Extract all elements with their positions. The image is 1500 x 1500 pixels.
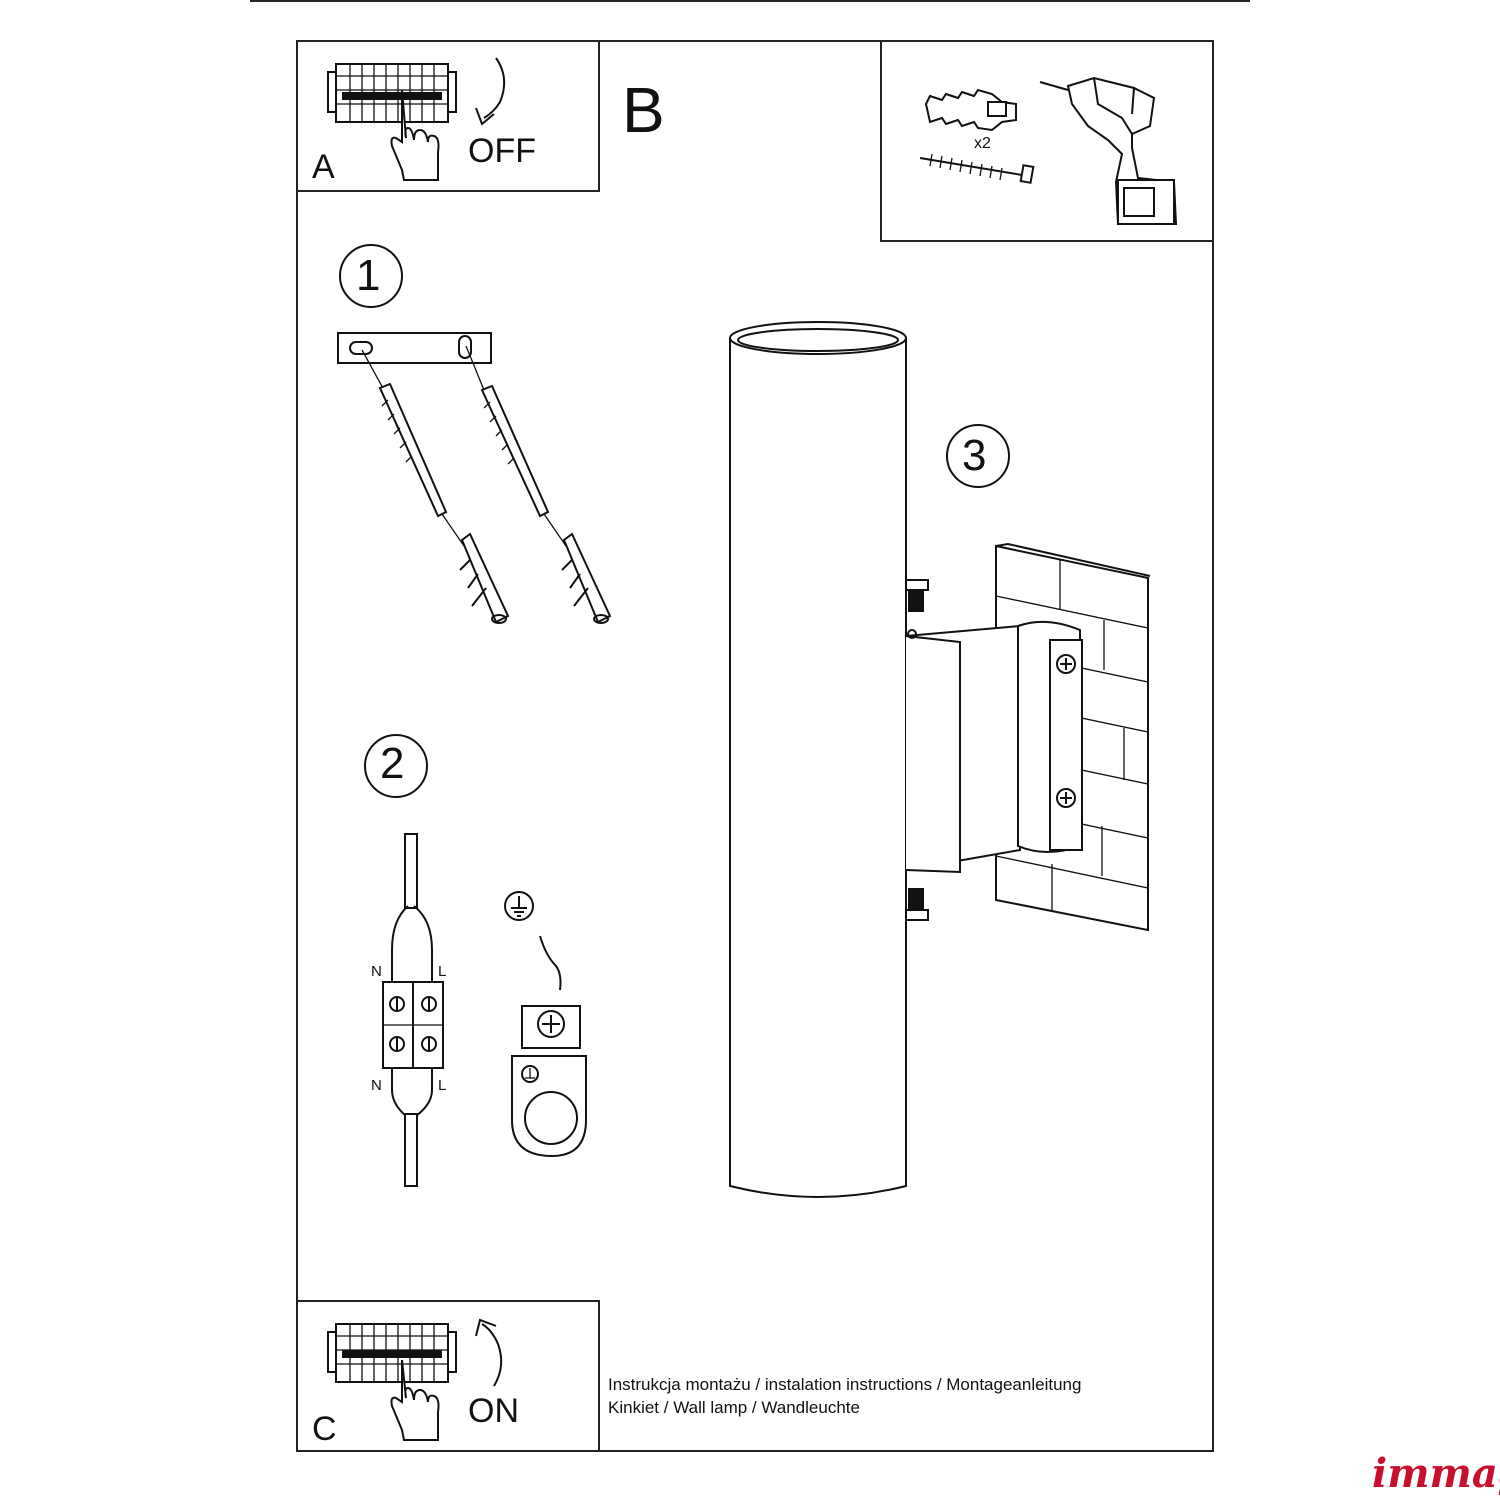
hand-icon — [390, 89, 440, 181]
panel-a: A OFF — [296, 40, 600, 192]
step-3-number: 3 — [962, 431, 987, 480]
earth-symbol-icon — [504, 891, 562, 991]
drill-icon — [1039, 76, 1178, 225]
quantity-label: x2 — [974, 135, 991, 152]
panel-c: C ON — [296, 1300, 600, 1452]
arrow-up-icon — [475, 1318, 503, 1387]
breaker-off-illustration — [327, 57, 506, 181]
top-rule — [250, 0, 1250, 2]
instruction-sheet — [296, 40, 1214, 1452]
hand-icon — [390, 1359, 440, 1441]
fixing-screw-top — [905, 579, 929, 612]
breaker-panel-icon — [327, 1323, 457, 1383]
step-1-circle — [339, 244, 403, 308]
panel-a-letter: A — [312, 148, 335, 186]
terminal-block — [382, 981, 444, 1069]
panel-c-letter: C — [312, 1410, 337, 1448]
on-label: ON — [468, 1392, 519, 1430]
fixing-screw-bottom — [905, 888, 929, 921]
step-3-circle — [946, 424, 1010, 488]
screw-left — [361, 349, 465, 547]
wire-label-l-bottom: L — [438, 1077, 447, 1094]
arrow-down-icon — [475, 57, 506, 126]
wire-label-n-bottom: N — [371, 1077, 382, 1094]
mounting-bracket — [337, 332, 492, 364]
caption-line-2: Kinkiet / Wall lamp / Wandleuchte — [608, 1398, 860, 1417]
panel-tools: x2 — [880, 40, 1214, 242]
wall-lamp-cylinder — [729, 321, 907, 1198]
earth-terminal — [511, 1005, 587, 1158]
wall-plug-left — [459, 532, 510, 624]
step-2-circle — [364, 734, 428, 798]
supply-cable — [391, 833, 433, 982]
wall-plug-icon — [924, 88, 1017, 132]
breaker-panel-icon — [327, 63, 457, 123]
tools-illustration — [919, 76, 1178, 225]
lamp-cable — [391, 1068, 433, 1187]
wire-label-n-top: N — [371, 963, 382, 980]
wire-label-l-top: L — [438, 963, 447, 980]
breaker-on-illustration — [327, 1318, 503, 1441]
caption-line-1: Instrukcja montażu / instalation instruc… — [608, 1375, 1082, 1394]
step-2-number: 2 — [380, 739, 405, 788]
off-label: OFF — [468, 132, 536, 170]
brand-logo: immag — [1372, 1450, 1500, 1497]
step-1-number: 1 — [356, 251, 381, 300]
lamp-mount-bracket — [905, 620, 1083, 874]
section-b-letter: B — [622, 74, 665, 146]
screw-icon — [919, 153, 1035, 184]
wall-plug-right — [561, 532, 612, 624]
screw-right — [465, 345, 567, 547]
